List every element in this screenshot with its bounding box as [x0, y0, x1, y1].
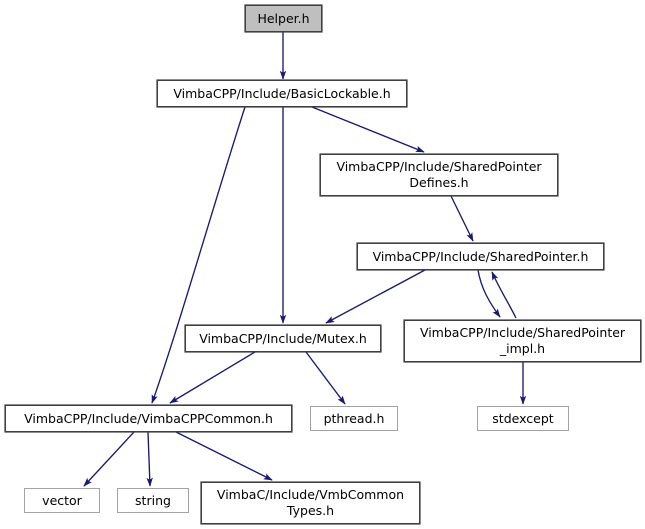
edge-sharedpointerimpl-to-sharedpointer: [491, 271, 517, 319]
edge-vimbacppcommon-to-vector: [83, 431, 135, 487]
node-vector[interactable]: vector: [24, 488, 100, 513]
node-vimbacpp-include-mutex-h[interactable]: VimbaCPP/Include/Mutex.h: [185, 325, 381, 352]
edge-sharedpointerdefines-to-sharedpointer: [450, 195, 474, 242]
node-stdexcept[interactable]: stdexcept: [477, 406, 569, 431]
edge-sharedpointer-to-mutex: [325, 269, 426, 324]
edge-mutex-to-pthread: [305, 351, 346, 405]
edge-basiclockable-to-sharedpointerdefines: [311, 106, 425, 153]
node-vimbacpp-include-sharedpointerdefines-h[interactable]: VimbaCPP/Include/SharedPointer Defines.h: [320, 154, 558, 196]
edge-sharedpointer-to-sharedpointerimpl: [477, 269, 501, 318]
edge-vimbacppcommon-to-vmbcommontypes: [175, 431, 273, 481]
node-vimbacpp-include-vimbacppcommon-h[interactable]: VimbaCPP/Include/VimbaCPPCommon.h: [5, 405, 292, 432]
node-string[interactable]: string: [117, 488, 189, 513]
node-helper-h[interactable]: Helper.h: [245, 5, 322, 32]
node-vimbacpp-include-basiclockable-h[interactable]: VimbaCPP/Include/BasicLockable.h: [157, 80, 407, 107]
node-pthread-h[interactable]: pthread.h: [310, 406, 398, 431]
edge-vimbacppcommon-to-string: [146, 431, 153, 487]
edge-mutex-to-vimbacppcommon: [169, 351, 256, 404]
node-vimbac-include-vmbcommontypes-h[interactable]: VimbaC/Include/VmbCommon Types.h: [201, 482, 420, 524]
edge-basiclockable-to-vimbacppcommon: [151, 106, 246, 404]
node-vimbacpp-include-sharedpointer-h[interactable]: VimbaCPP/Include/SharedPointer.h: [357, 243, 604, 270]
node-vimbacpp-include-sharedpointer-impl-h[interactable]: VimbaCPP/Include/SharedPointer _impl.h: [404, 320, 641, 362]
